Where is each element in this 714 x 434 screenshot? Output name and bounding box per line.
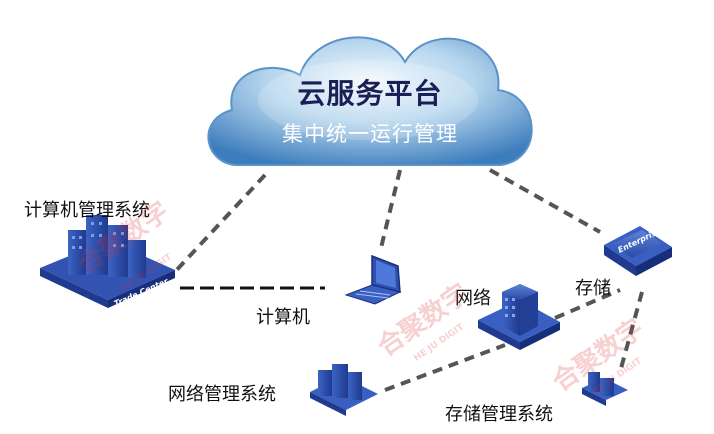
cloud-text-block: 云服务平台 集中统一运行管理 (210, 68, 530, 168)
connector-network-network-mgmt (384, 343, 506, 392)
trade-center-building-icon (40, 215, 175, 308)
laptop-icon (344, 254, 402, 305)
storage-mgmt-building-icon (582, 372, 628, 406)
network-label: 网络 (455, 288, 491, 309)
storage-mgmt-label: 存储管理系统 (445, 404, 553, 425)
enterprise-building-icon (604, 226, 672, 276)
computer-label: 计算机 (256, 307, 310, 328)
computer-mgmt-label: 计算机管理系统 (24, 200, 150, 221)
connector-cloud-storage (489, 168, 601, 234)
storage-label: 存储 (575, 278, 611, 299)
connector-network-storage (554, 288, 621, 320)
network-building-icon (478, 284, 560, 350)
network-mgmt-building-icon (310, 364, 378, 416)
cloud-subtitle: 集中统一运行管理 (282, 122, 458, 146)
connector-cloud-computer (378, 169, 402, 253)
cloud-shape (207, 36, 533, 166)
connector-storage-storage-mgmt (618, 291, 644, 373)
connectors (170, 168, 644, 392)
network-mgmt-label: 网络管理系统 (168, 384, 276, 405)
connector-cloud-computer-mgmt (170, 173, 267, 277)
cloud-title: 云服务平台 (297, 77, 443, 110)
